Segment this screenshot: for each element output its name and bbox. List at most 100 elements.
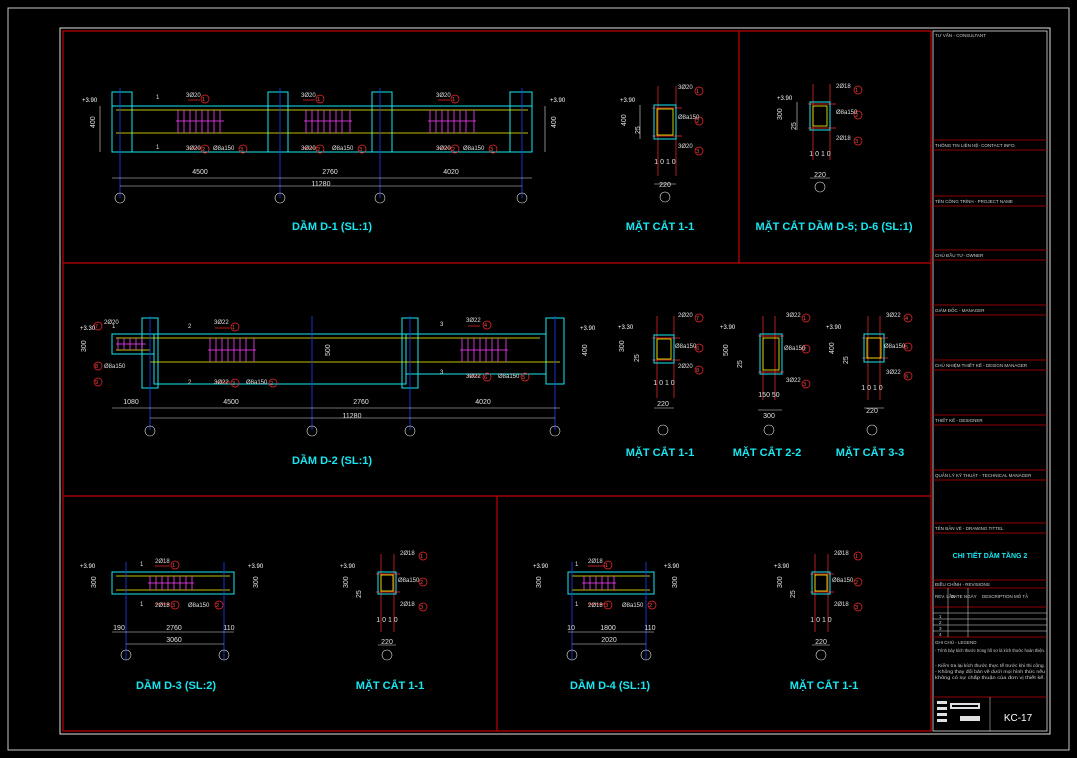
tb-rev-header-rev: REV. LẦN bbox=[935, 593, 955, 599]
d2-dim: 2760 bbox=[353, 399, 369, 406]
d1-bottom-bar: 3Ø20 bbox=[301, 146, 316, 152]
d1-stirrup: Ø8a150 bbox=[463, 146, 485, 152]
d3-top-bar: 2Ø18 bbox=[155, 559, 170, 565]
d2-sec3-bottom: 3Ø22 bbox=[886, 370, 901, 376]
tb-rev-row: 3 bbox=[939, 626, 942, 631]
d2-sec3-cover: 25 bbox=[843, 356, 850, 364]
svg-text:1: 1 bbox=[803, 316, 806, 322]
d56-ticks: 1 0 1 0 bbox=[809, 151, 831, 158]
d1-top-bar: 3Ø20 bbox=[301, 93, 316, 99]
d1-stirrup: Ø8a150 bbox=[332, 146, 354, 152]
tb-rev-row: 2 bbox=[939, 620, 942, 625]
svg-text:2: 2 bbox=[420, 580, 423, 586]
d3-sec-ticks: 1 0 1 0 bbox=[376, 617, 398, 624]
d4-height-right: 300 bbox=[672, 576, 679, 588]
inner-frame bbox=[59, 27, 1051, 735]
d4-sec-width: 220 bbox=[815, 639, 827, 646]
svg-text:3: 3 bbox=[855, 139, 858, 145]
d2-title: DẦM D-2 (SL:1) bbox=[292, 454, 372, 467]
svg-text:3: 3 bbox=[232, 381, 235, 387]
tb-rev-row: 4 bbox=[939, 632, 942, 637]
d4-bottom-bar: 2Ø18 bbox=[588, 603, 603, 609]
d1-dim: 4020 bbox=[443, 169, 459, 176]
d3-dim: 190 bbox=[113, 625, 125, 632]
svg-text:3: 3 bbox=[605, 603, 608, 609]
d3-sec-top: 2Ø18 bbox=[400, 551, 415, 557]
d1-dim: 2760 bbox=[322, 169, 338, 176]
d3-total: 3060 bbox=[166, 637, 182, 644]
d2-sec3-ticks: 1 0 1 0 bbox=[861, 385, 883, 392]
tb-manager: GIÁM ĐỐC - MANAGER bbox=[935, 307, 985, 313]
svg-text:3: 3 bbox=[172, 603, 175, 609]
tb-drawing-title: CHI TIẾT DẦM TẦNG 2 bbox=[953, 550, 1028, 560]
svg-text:7: 7 bbox=[696, 316, 699, 322]
d2-dim: 4500 bbox=[223, 399, 239, 406]
svg-text:1: 1 bbox=[232, 325, 235, 331]
d3-bottom-bar: 2Ø18 bbox=[155, 603, 170, 609]
d2-cut-mark: 3 bbox=[440, 370, 444, 376]
svg-text:1: 1 bbox=[420, 554, 423, 560]
d2-section-3-3: 456 bbox=[862, 313, 913, 436]
tb-tech-manager: QUẢN LÝ KỸ THUẬT - TECHNICAL MANAGER bbox=[935, 472, 1032, 478]
tb-sheet-code: KC-17 bbox=[1004, 713, 1033, 724]
svg-text:8: 8 bbox=[95, 364, 98, 370]
d4-sec-ticks: 1 0 1 0 bbox=[810, 617, 832, 624]
tb-rev-header-date: DATE NGÀY bbox=[951, 593, 977, 599]
d3-level-left: +3.90 bbox=[80, 564, 96, 570]
d2-sec2-level: +3.90 bbox=[720, 325, 736, 331]
svg-text:1: 1 bbox=[855, 554, 858, 560]
tb-owner: CHỦ ĐẦU TƯ- OWNER bbox=[935, 252, 984, 258]
svg-text:8: 8 bbox=[696, 368, 699, 374]
d1-top-bar: 3Ø20 bbox=[186, 93, 201, 99]
d2-sec2-ticks: 150 50 bbox=[758, 392, 780, 399]
d1-sec-height: 400 bbox=[621, 114, 628, 126]
d4-level-right: +3.90 bbox=[664, 564, 680, 570]
d2-sec3-top: 3Ø22 bbox=[886, 313, 901, 319]
svg-text:3: 3 bbox=[803, 382, 806, 388]
d4-total: 2020 bbox=[601, 637, 617, 644]
d2-sec3-title: MẶT CẮT 3-3 bbox=[836, 446, 904, 459]
svg-text:2: 2 bbox=[803, 347, 806, 353]
d3-dim: 110 bbox=[223, 625, 234, 632]
d3-cut-mark: 1 bbox=[140, 602, 144, 608]
svg-text:2: 2 bbox=[696, 119, 699, 125]
d2-sec1-height: 300 bbox=[619, 340, 626, 352]
d2-sec1-width: 220 bbox=[657, 401, 669, 408]
svg-text:2: 2 bbox=[452, 147, 455, 153]
d2-cut-mark: 2 bbox=[188, 380, 192, 386]
d3-level-right: +3.90 bbox=[248, 564, 264, 570]
d2-sec3-height: 400 bbox=[829, 342, 836, 354]
d2-sec1-top: 2Ø20 bbox=[678, 313, 693, 319]
d4-section-title: MẶT CẮT 1-1 bbox=[790, 679, 858, 692]
d4-sec-level: +3.90 bbox=[774, 564, 790, 570]
d1-cut-mark: 1 bbox=[156, 145, 160, 151]
d2-stirrup: Ø8a150 bbox=[498, 374, 520, 380]
d56-height: 300 bbox=[777, 108, 784, 120]
svg-text:6: 6 bbox=[905, 374, 908, 380]
d2-sec2-top: 3Ø22 bbox=[786, 313, 801, 319]
d2-section-2-2: 1 2 3 bbox=[758, 313, 811, 436]
tb-note: - Không thay đổi bản vẽ dưới mọi hình th… bbox=[935, 668, 1046, 674]
d1-sec-ticks: 1 0 1 0 bbox=[654, 159, 676, 166]
svg-text:1: 1 bbox=[202, 97, 205, 103]
d2-sec3-level: +3.90 bbox=[826, 325, 842, 331]
d3-sec-cover: 25 bbox=[356, 590, 363, 598]
d2-sec2-cover: 25 bbox=[737, 360, 744, 368]
tb-designer: THIẾT KẾ - DESIGNER bbox=[935, 417, 983, 423]
svg-text:6: 6 bbox=[696, 346, 699, 352]
svg-text:1: 1 bbox=[172, 563, 175, 569]
d4-sec-top: 2Ø18 bbox=[834, 551, 849, 557]
d3-sec-stirrup: Ø8a150 bbox=[398, 578, 420, 584]
d56-bottom: 2Ø18 bbox=[836, 136, 851, 142]
svg-text:3: 3 bbox=[420, 605, 423, 611]
d4-dim: 10 bbox=[567, 625, 575, 632]
d3-height-right: 300 bbox=[253, 576, 260, 588]
d1-level-right: +3.90 bbox=[550, 98, 566, 104]
svg-text:2: 2 bbox=[202, 147, 205, 153]
svg-text:2: 2 bbox=[855, 580, 858, 586]
d1-dim: 4500 bbox=[192, 169, 208, 176]
d2-sec1-cover: 25 bbox=[634, 354, 641, 362]
